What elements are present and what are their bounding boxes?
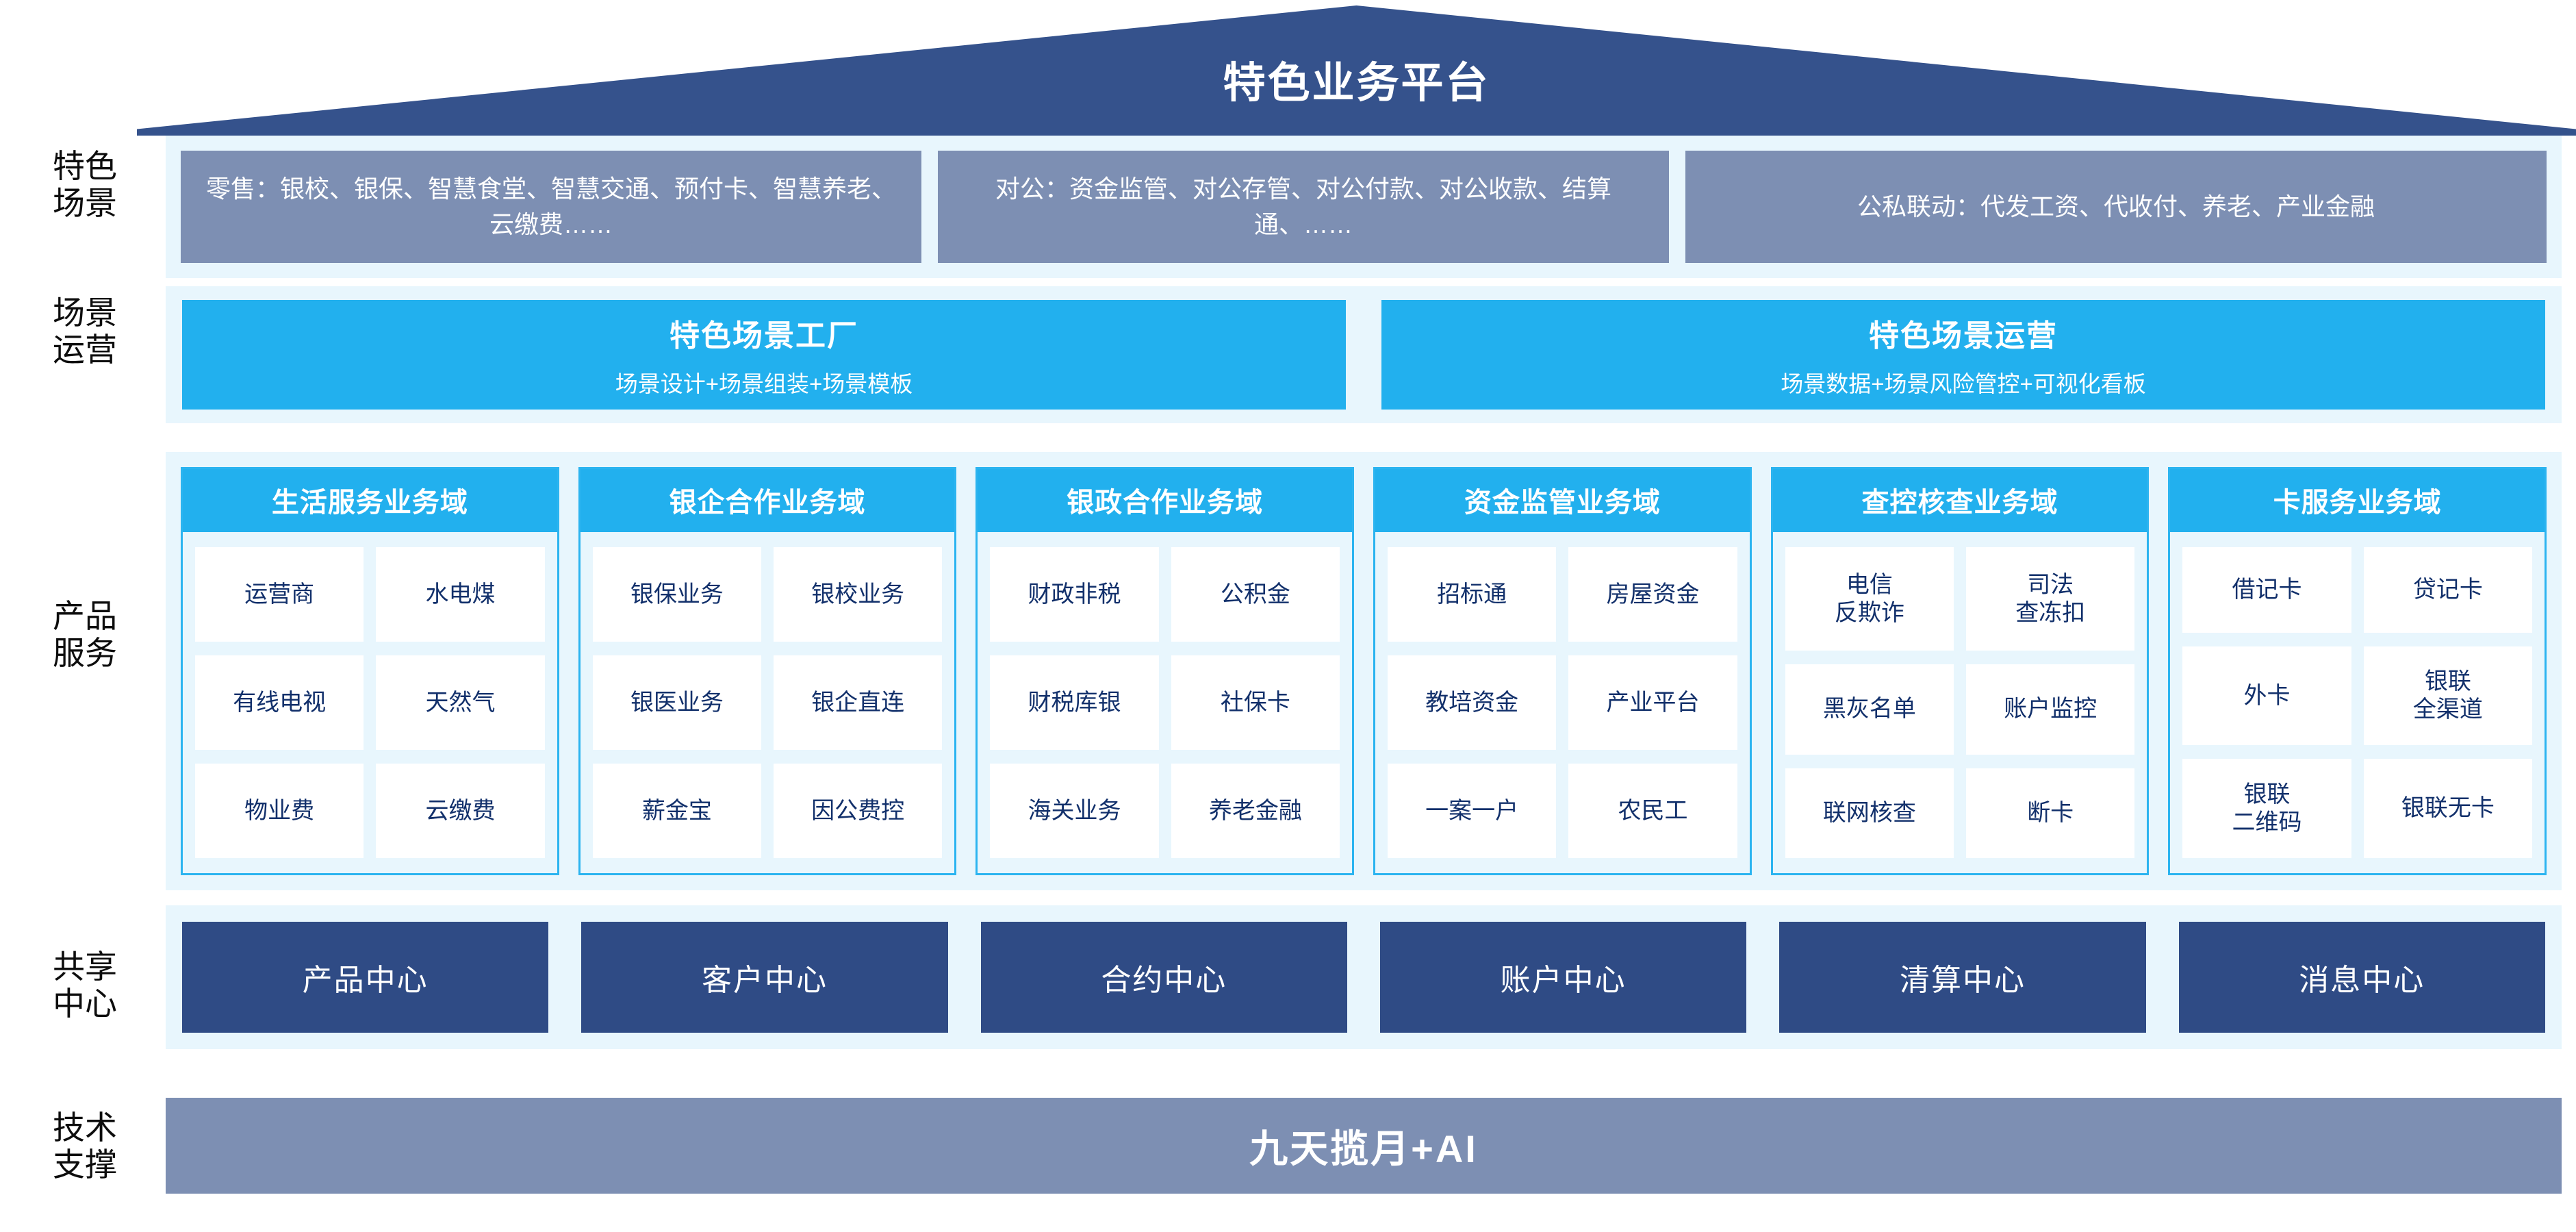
domain-column-card-services[interactable]: 卡服务业务域 借记卡 贷记卡 外卡 银联全渠道 银联二维码 银联无卡: [2168, 467, 2547, 875]
shared-center-message[interactable]: 消息中心: [2178, 922, 2545, 1033]
rail-label-line-2: 中心: [53, 985, 117, 1022]
domain-item-grid: 运营商 水电煤 有线电视 天然气 物业费 云缴费: [183, 532, 557, 873]
domain-item[interactable]: 财政非税: [990, 547, 1159, 642]
scenario-operations-band: 特色场景工厂 场景设计+场景组装+场景模板 特色场景运营 场景数据+场景风险管控…: [166, 286, 2562, 423]
domain-header: 银政合作业务域: [978, 469, 1353, 532]
shared-center-settlement[interactable]: 清算中心: [1779, 922, 2146, 1033]
domain-item[interactable]: 有线电视: [195, 655, 364, 750]
domain-header: 查控核查业务域: [1772, 469, 2147, 532]
scenario-box-public-private[interactable]: 公私联动：代发工资、代收付、养老、产业金融: [1685, 151, 2547, 263]
domain-item[interactable]: 银联全渠道: [2363, 646, 2533, 746]
domain-item[interactable]: 银企直连: [774, 655, 943, 750]
domain-item[interactable]: 财税库银: [990, 655, 1159, 750]
domain-item[interactable]: 社保卡: [1171, 655, 1340, 750]
page-title: 特色业务平台: [1223, 60, 1490, 107]
featured-scenarios-band: 零售：银校、银保、智慧食堂、智慧交通、预付卡、智慧养老、云缴费…… 对公：资金监…: [166, 136, 2562, 278]
domain-item[interactable]: 公积金: [1171, 547, 1340, 642]
rail-label-shared-centers: 共享 中心: [16, 948, 153, 1022]
domain-header: 银企合作业务域: [580, 469, 955, 532]
domain-item[interactable]: 联网核查: [1785, 768, 1954, 858]
platform-roof: 特色业务平台: [137, 5, 2576, 136]
domain-item[interactable]: 教培资金: [1388, 655, 1557, 750]
product-services-band: 生活服务业务域 运营商 水电煤 有线电视 天然气 物业费 云缴费 银企合作业务域…: [166, 452, 2562, 890]
domain-item[interactable]: 因公费控: [774, 764, 943, 858]
domain-column-life-services[interactable]: 生活服务业务域 运营商 水电煤 有线电视 天然气 物业费 云缴费: [181, 467, 559, 875]
domain-item[interactable]: 银校业务: [774, 547, 943, 642]
rail-label-line-2: 服务: [53, 634, 117, 671]
domain-item[interactable]: 运营商: [195, 547, 364, 642]
domain-item[interactable]: 电信反欺诈: [1785, 547, 1954, 651]
domain-header: 生活服务业务域: [183, 469, 557, 532]
rail-label-featured-scenarios: 特色 场景: [16, 148, 153, 221]
domain-item-grid: 招标通 房屋资金 教培资金 产业平台 一案一户 农民工: [1375, 532, 1750, 873]
domain-header: 卡服务业务域: [2170, 469, 2545, 532]
operation-box-scenario-operation[interactable]: 特色场景运营 场景数据+场景风险管控+可视化看板: [1381, 300, 2545, 410]
shared-center-account[interactable]: 账户中心: [1379, 922, 1747, 1033]
domain-item[interactable]: 断卡: [1966, 768, 2135, 858]
rail-label-line-2: 运营: [53, 331, 117, 368]
rail-label-tech-support: 技术 支撑: [16, 1109, 153, 1183]
domain-item[interactable]: 银保业务: [592, 547, 761, 642]
shared-center-product[interactable]: 产品中心: [182, 922, 549, 1033]
scenario-box-retail[interactable]: 零售：银校、银保、智慧食堂、智慧交通、预付卡、智慧养老、云缴费……: [181, 151, 921, 263]
domain-item[interactable]: 司法查冻扣: [1966, 547, 2135, 651]
rail-label-scenario-operations: 场景 运营: [16, 294, 153, 368]
domain-item[interactable]: 海关业务: [990, 764, 1159, 858]
domain-column-fund-supervision[interactable]: 资金监管业务域 招标通 房屋资金 教培资金 产业平台 一案一户 农民工: [1373, 467, 1752, 875]
operation-subtitle: 场景数据+场景风险管控+可视化看板: [1781, 371, 2146, 397]
domain-item[interactable]: 养老金融: [1171, 764, 1340, 858]
domain-item[interactable]: 贷记卡: [2363, 547, 2533, 633]
rail-label-line-1: 特色: [53, 148, 117, 184]
domain-item[interactable]: 银联无卡: [2363, 759, 2533, 858]
domain-item[interactable]: 银联二维码: [2182, 759, 2351, 858]
domain-item[interactable]: 银医业务: [592, 655, 761, 750]
operation-box-scenario-factory[interactable]: 特色场景工厂 场景设计+场景组装+场景模板: [182, 300, 1346, 410]
domain-item[interactable]: 农民工: [1568, 764, 1737, 858]
domain-item[interactable]: 一案一户: [1388, 764, 1557, 858]
domain-item-grid: 借记卡 贷记卡 外卡 银联全渠道 银联二维码 银联无卡: [2170, 532, 2545, 873]
shared-center-customer[interactable]: 客户中心: [581, 922, 948, 1033]
rail-label-line-2: 场景: [53, 184, 117, 221]
rail-label-line-1: 产品: [53, 598, 117, 634]
rail-label-line-1: 共享: [53, 948, 117, 985]
rail-label-product-services: 产品 服务: [16, 598, 153, 671]
domain-item[interactable]: 借记卡: [2182, 547, 2351, 633]
domain-item-grid: 财政非税 公积金 财税库银 社保卡 海关业务 养老金融: [978, 532, 1352, 873]
rail-label-line-1: 技术: [53, 1109, 117, 1146]
domain-item[interactable]: 物业费: [195, 764, 364, 858]
domain-item-grid: 电信反欺诈 司法查冻扣 黑灰名单 账户监控 联网核查 断卡: [1773, 532, 2147, 873]
domain-item[interactable]: 薪金宝: [592, 764, 761, 858]
domain-item[interactable]: 水电煤: [376, 547, 545, 642]
scenario-box-corporate[interactable]: 对公：资金监管、对公存管、对公付款、对公收款、结算通、……: [938, 151, 1669, 263]
domain-item[interactable]: 产业平台: [1568, 655, 1737, 750]
tech-support-bar[interactable]: 九天揽月+AI: [166, 1098, 2562, 1194]
domain-column-investigation-verification[interactable]: 查控核查业务域 电信反欺诈 司法查冻扣 黑灰名单 账户监控 联网核查 断卡: [1770, 467, 2150, 875]
operation-title: 特色场景工厂: [669, 319, 858, 353]
domain-item[interactable]: 房屋资金: [1568, 547, 1737, 642]
operation-subtitle: 场景设计+场景组装+场景模板: [615, 371, 913, 397]
domain-header: 资金监管业务域: [1375, 469, 1750, 532]
domain-item[interactable]: 云缴费: [376, 764, 545, 858]
domain-item[interactable]: 天然气: [376, 655, 545, 750]
rail-label-line-1: 场景: [53, 294, 117, 331]
domain-item[interactable]: 账户监控: [1966, 664, 2135, 755]
domain-item[interactable]: 黑灰名单: [1785, 664, 1954, 755]
shared-center-contract[interactable]: 合约中心: [980, 922, 1347, 1033]
domain-column-bank-enterprise[interactable]: 银企合作业务域 银保业务 银校业务 银医业务 银企直连 薪金宝 因公费控: [578, 467, 957, 875]
domain-item[interactable]: 外卡: [2182, 646, 2351, 746]
domain-column-bank-government[interactable]: 银政合作业务域 财政非税 公积金 财税库银 社保卡 海关业务 养老金融: [975, 467, 1355, 875]
domain-item-grid: 银保业务 银校业务 银医业务 银企直连 薪金宝 因公费控: [581, 532, 955, 873]
rail-label-line-2: 支撑: [53, 1146, 117, 1183]
domain-item[interactable]: 招标通: [1388, 547, 1557, 642]
operation-title: 特色场景运营: [1869, 319, 2058, 353]
shared-centers-band: 产品中心 客户中心 合约中心 账户中心 清算中心 消息中心: [166, 905, 2562, 1049]
